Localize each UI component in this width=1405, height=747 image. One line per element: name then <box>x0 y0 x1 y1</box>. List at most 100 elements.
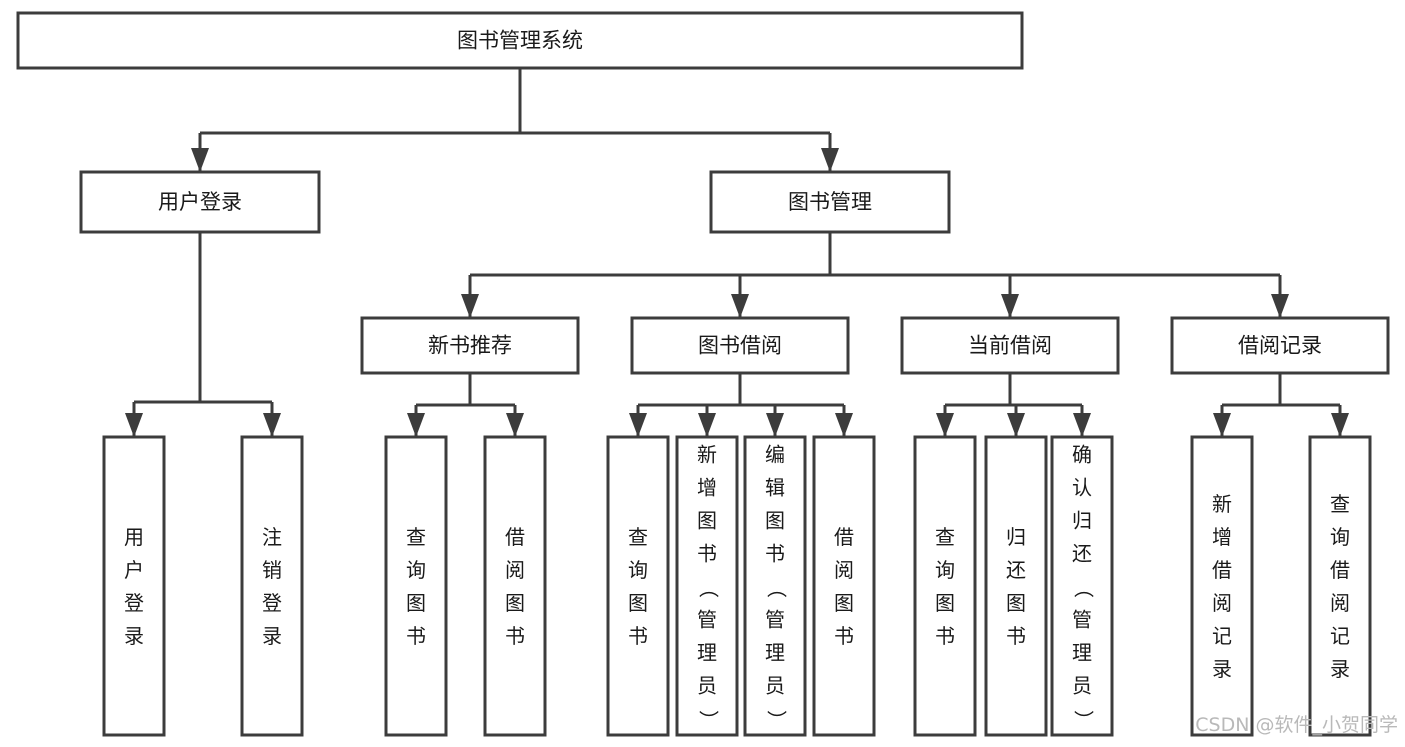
node-label-leaf-add-book-admin: （ <box>697 578 721 598</box>
node-label-leaf-confirm-return-admin: ） <box>1072 710 1096 730</box>
node-borrow-records[interactable]: 借阅记录 <box>1170 316 1390 375</box>
node-label-leaf-add-book-admin: 理 <box>697 641 717 665</box>
connector-layer <box>125 68 1349 437</box>
node-label-leaf-borrow-book: 书 <box>834 624 854 648</box>
node-label-leaf-query-borrow-record: 阅 <box>1330 591 1350 615</box>
node-box-leaf-borrow-book[interactable] <box>812 435 876 737</box>
node-box-user-login[interactable] <box>79 170 321 234</box>
node-label-leaf-edit-book-admin: ） <box>765 710 789 730</box>
node-user-login[interactable]: 用户登录 <box>79 170 321 234</box>
node-label-book-management: 图书管理 <box>788 190 872 214</box>
node-label-leaf-confirm-return-admin: 管 <box>1072 608 1092 632</box>
node-label-leaf-add-borrow-record: 借 <box>1212 558 1232 582</box>
node-book-borrow[interactable]: 图书借阅 <box>630 316 850 375</box>
node-box-leaf-query-book-current[interactable] <box>913 435 977 737</box>
node-box-book-management[interactable] <box>709 170 951 234</box>
node-label-leaf-borrow-book-recommend: 借 <box>505 525 525 549</box>
node-label-leaf-logout: 录 <box>262 624 282 648</box>
node-label-leaf-query-book-recommend: 询 <box>406 558 426 582</box>
node-box-leaf-query-borrow-record[interactable] <box>1308 435 1372 737</box>
node-label-leaf-return-book: 图 <box>1006 591 1026 615</box>
node-label-leaf-borrow-book: 借 <box>834 525 854 549</box>
node-label-leaf-borrow-book: 图 <box>834 591 854 615</box>
node-label-leaf-confirm-return-admin: 认 <box>1072 476 1092 500</box>
node-box-new-book-recommend[interactable] <box>360 316 580 375</box>
node-box-leaf-logout[interactable] <box>240 435 304 737</box>
node-label-leaf-confirm-return-admin: 归 <box>1072 509 1092 533</box>
node-box-leaf-return-book[interactable] <box>984 435 1048 737</box>
node-box-leaf-query-book-recommend[interactable] <box>384 435 448 737</box>
node-box-borrow-records[interactable] <box>1170 316 1390 375</box>
node-label-leaf-edit-book-admin: 书 <box>765 542 785 566</box>
node-label-leaf-confirm-return-admin: 还 <box>1072 542 1092 566</box>
node-label-leaf-query-book-current: 询 <box>935 558 955 582</box>
node-box-leaf-edit-book-admin[interactable] <box>743 435 807 737</box>
node-root[interactable]: 图书管理系统 <box>16 11 1024 70</box>
node-label-leaf-edit-book-admin: 编 <box>765 443 785 467</box>
node-box-book-borrow[interactable] <box>630 316 850 375</box>
node-label-leaf-return-book: 书 <box>1006 624 1026 648</box>
node-box-root[interactable] <box>16 11 1024 70</box>
node-label-leaf-query-book-recommend: 书 <box>406 624 426 648</box>
node-label-leaf-query-book-recommend: 图 <box>406 591 426 615</box>
node-label-leaf-user-login: 录 <box>124 624 144 648</box>
node-label-leaf-add-borrow-record: 阅 <box>1212 591 1232 615</box>
node-label-leaf-add-borrow-record: 新 <box>1212 492 1232 516</box>
node-label-leaf-add-book-admin: 书 <box>697 542 717 566</box>
node-book-management[interactable]: 图书管理 <box>709 170 951 234</box>
node-new-book-recommend[interactable]: 新书推荐 <box>360 316 580 375</box>
node-current-borrow[interactable]: 当前借阅 <box>900 316 1120 375</box>
node-label-leaf-add-book-admin: 员 <box>697 674 717 698</box>
node-label-borrow-records: 借阅记录 <box>1238 334 1322 358</box>
node-box-leaf-user-login[interactable] <box>102 435 166 737</box>
node-label-leaf-edit-book-admin: （ <box>765 578 789 598</box>
node-label-leaf-return-book: 还 <box>1006 558 1026 582</box>
node-label-leaf-borrow-book: 阅 <box>834 558 854 582</box>
node-label-leaf-add-book-admin: 增 <box>697 476 717 500</box>
node-label-leaf-return-book: 归 <box>1006 525 1026 549</box>
node-box-leaf-confirm-return-admin[interactable] <box>1050 435 1114 737</box>
node-label-leaf-user-login: 户 <box>124 558 144 582</box>
node-layer: 图书管理系统用户登录图书管理新书推荐图书借阅当前借阅借阅记录用户登录注销登录查询… <box>16 11 1390 737</box>
node-label-current-borrow: 当前借阅 <box>968 334 1052 358</box>
node-label-leaf-query-book-current: 书 <box>935 624 955 648</box>
node-label-leaf-add-book-admin: 图 <box>697 509 717 533</box>
node-label-leaf-query-book-borrow: 图 <box>628 591 648 615</box>
node-label-new-book-recommend: 新书推荐 <box>428 334 512 358</box>
node-label-leaf-borrow-book-recommend: 书 <box>505 624 525 648</box>
node-label-root: 图书管理系统 <box>457 29 583 53</box>
node-label-leaf-confirm-return-admin: 员 <box>1072 674 1092 698</box>
node-box-leaf-borrow-book-recommend[interactable] <box>483 435 547 737</box>
node-label-leaf-query-borrow-record: 询 <box>1330 525 1350 549</box>
node-leaf-user-login[interactable]: 用户登录 <box>102 435 166 737</box>
node-label-leaf-query-book-borrow: 查 <box>628 525 648 549</box>
node-label-leaf-edit-book-admin: 图 <box>765 509 785 533</box>
node-box-leaf-add-book-admin[interactable] <box>675 435 739 737</box>
node-label-leaf-query-borrow-record: 录 <box>1330 657 1350 681</box>
node-label-leaf-logout: 销 <box>262 558 282 582</box>
node-box-current-borrow[interactable] <box>900 316 1120 375</box>
node-box-leaf-query-book-borrow[interactable] <box>606 435 670 737</box>
node-label-leaf-add-book-admin: 管 <box>697 608 717 632</box>
node-label-leaf-logout: 登 <box>262 591 282 615</box>
node-label-leaf-edit-book-admin: 管 <box>765 608 785 632</box>
node-label-leaf-add-borrow-record: 录 <box>1212 657 1232 681</box>
node-box-leaf-add-borrow-record[interactable] <box>1190 435 1254 737</box>
node-label-leaf-query-borrow-record: 查 <box>1330 492 1350 516</box>
node-label-leaf-query-book-current: 图 <box>935 591 955 615</box>
node-label-leaf-add-book-admin: ） <box>697 710 721 730</box>
node-label-leaf-user-login: 登 <box>124 591 144 615</box>
node-label-leaf-edit-book-admin: 理 <box>765 641 785 665</box>
